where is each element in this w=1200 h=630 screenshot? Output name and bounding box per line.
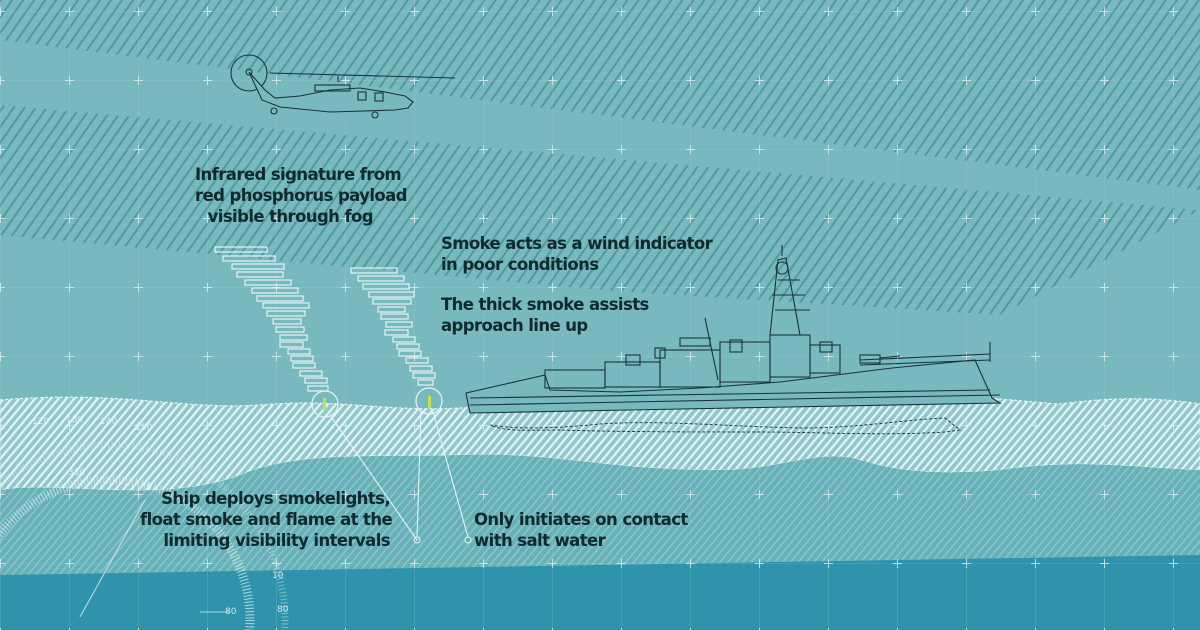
callout-salt-water: Only initiates on contact with salt wate… — [474, 509, 688, 551]
svg-text:150: 150 — [135, 423, 152, 433]
svg-text:80: 80 — [225, 607, 237, 617]
callout-wind-indicator: Smoke acts as a wind indicator in poor c… — [441, 233, 713, 275]
compass-label: 120 — [32, 417, 49, 427]
callout-line: red phosphorus payload — [195, 186, 407, 205]
svg-text:80: 80 — [277, 605, 289, 615]
callout-deploy: Ship deploys smokelights, float smoke an… — [140, 488, 393, 551]
smoke-column-right — [350, 267, 443, 415]
flare-right — [428, 396, 431, 408]
smoke-column-left — [214, 246, 339, 418]
svg-text:140: 140 — [100, 417, 117, 427]
callout-line: with salt water — [474, 531, 606, 550]
compass-dial-icon — [0, 441, 289, 630]
callout-line: The thick smoke assists — [441, 295, 649, 314]
callout-line: Ship deploys smokelights, — [161, 489, 390, 508]
callout-line: limiting visibility intervals — [163, 531, 390, 550]
callout-line: in poor conditions — [441, 255, 599, 274]
helicopter-icon — [230, 54, 456, 119]
svg-text:130: 130 — [66, 415, 83, 425]
flare-left — [323, 398, 326, 410]
svg-text:330: 330 — [68, 468, 85, 478]
callout-line: float smoke and flame at the — [140, 510, 393, 529]
callout-infrared: Infrared signature from red phosphorus p… — [195, 164, 407, 227]
callout-line: Smoke acts as a wind indicator — [441, 234, 713, 253]
svg-text:0: 0 — [146, 482, 152, 492]
callout-approach: The thick smoke assists approach line up — [441, 294, 649, 336]
callout-line: visible through fog — [207, 207, 374, 226]
leader-lines — [329, 411, 472, 544]
svg-text:10: 10 — [272, 571, 284, 581]
callout-line: approach line up — [441, 316, 588, 335]
callout-line: Infrared signature from — [195, 165, 402, 184]
callout-line: Only initiates on contact — [474, 510, 688, 529]
destroyer-ship-icon — [465, 245, 1002, 435]
